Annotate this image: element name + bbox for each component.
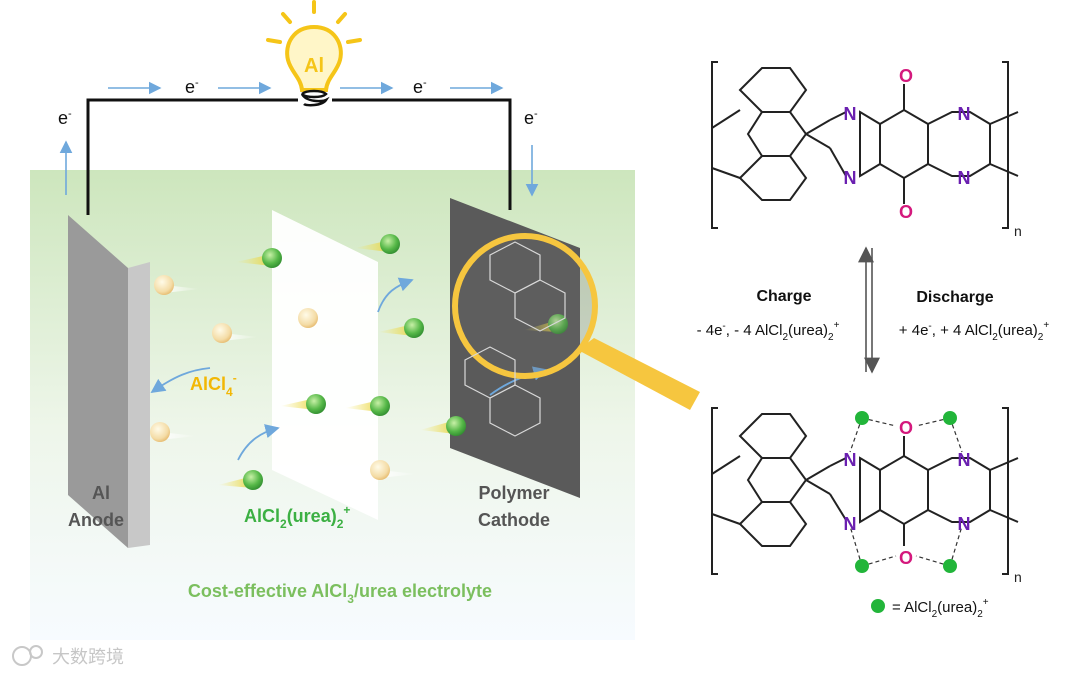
light-bulb-icon: Al <box>266 0 362 107</box>
top-o-1: O <box>899 66 913 86</box>
al-anode-plate <box>68 215 150 548</box>
svg-text:Al: Al <box>304 55 324 77</box>
electron-label-3: e- <box>58 108 72 128</box>
polymer-cathode-plate <box>450 198 580 498</box>
top-o-2: O <box>899 202 913 222</box>
bottom-o-2: O <box>899 548 913 568</box>
yellow-ion-markers <box>150 275 416 480</box>
discharge-equation: + 4e-, + 4 AlCl2(urea)2+ <box>899 320 1050 343</box>
anode-label-line1: Al <box>92 483 110 503</box>
anode-label-line2: Anode <box>68 510 124 530</box>
top-n-1: N <box>844 104 857 124</box>
bound-cation-markers <box>855 411 957 573</box>
top-n-2: N <box>844 168 857 188</box>
separator <box>272 210 378 520</box>
coordination-bonds <box>849 417 963 567</box>
external-circuit-wire <box>86 98 512 215</box>
electron-label-4: e- <box>524 108 538 128</box>
top-n-4: N <box>958 168 971 188</box>
cation-label: AlCl2(urea)2+ <box>244 503 350 531</box>
top-repeat-n: n <box>1014 223 1022 239</box>
charge-equation: - 4e-, - 4 AlCl2(urea)2+ <box>697 320 840 343</box>
reduced-polymer-structure <box>711 407 1019 575</box>
electron-label-2: e- <box>413 77 427 97</box>
bottom-o-1: O <box>899 418 913 438</box>
electron-flow-arrows <box>59 81 539 197</box>
electron-label-1: e- <box>185 77 199 97</box>
svg-text:大数跨境: 大数跨境 <box>52 647 124 667</box>
watermark: 大数跨境 <box>12 645 124 667</box>
electrolyte-caption: Cost-effective AlCl3/urea electrolyte <box>188 581 492 606</box>
bottom-n-1: N <box>844 450 857 470</box>
svg-text:= AlCl2(urea)2+: = AlCl2(urea)2+ <box>892 597 989 620</box>
charge-title: Charge <box>756 288 811 305</box>
bottom-repeat-n: n <box>1014 569 1022 585</box>
discharge-title: Discharge <box>916 289 993 306</box>
bottom-n-4: N <box>958 514 971 534</box>
magnifier-icon <box>452 233 700 437</box>
cathode-label-line2: Cathode <box>478 510 550 530</box>
legend: = AlCl2(urea)2+ <box>871 597 989 620</box>
cathode-label-line1: Polymer <box>478 483 549 503</box>
bottom-n-2: N <box>844 514 857 534</box>
reversible-reaction-arrows <box>858 246 880 374</box>
green-ion-markers <box>218 234 568 490</box>
bottom-n-3: N <box>958 450 971 470</box>
anion-label: AlCl4- <box>190 371 237 399</box>
oxidized-polymer-structure <box>711 61 1019 229</box>
top-n-3: N <box>958 104 971 124</box>
